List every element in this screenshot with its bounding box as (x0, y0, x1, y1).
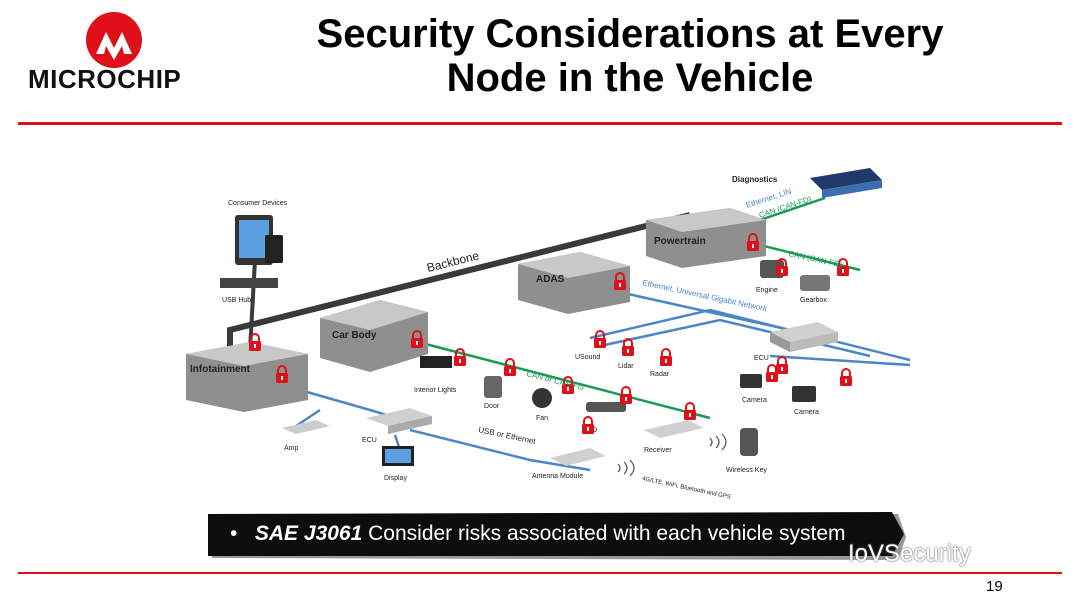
usb-ethernet-label: USB or Ethernet (478, 425, 538, 446)
amp: Amp (282, 420, 330, 452)
node-adas: ADAS (518, 252, 630, 314)
svg-text:Antenna Module: Antenna Module (532, 473, 583, 480)
page-number: 19 (986, 578, 1003, 595)
wireless-label: 4G/LTE, WiFi, Bluetooth and GPS (642, 476, 732, 501)
svg-text:Engine: Engine (756, 287, 778, 294)
microchip-logo (24, 8, 204, 104)
svg-text:Wireless Key: Wireless Key (726, 467, 767, 474)
svg-text:ECU: ECU (362, 437, 377, 444)
gearbox: Gearbox (800, 258, 850, 304)
camera-1: Camera (740, 364, 779, 404)
svg-text:Radar: Radar (650, 371, 670, 378)
node-car-body: Car Body (320, 300, 428, 372)
microchip-logo-icon (86, 12, 142, 68)
svg-text:Gearbox: Gearbox (800, 297, 827, 304)
diagnostics-tool: Diagnostics Ethernet, LIN CAN (CAN-FD) (732, 168, 882, 220)
usb-hub-link (248, 259, 257, 351)
node-infotainment: Infotainment (186, 333, 308, 412)
svg-text:Amp: Amp (284, 445, 299, 452)
display: Display (382, 446, 414, 482)
can-body-label: CAN or CAN-FD (526, 369, 585, 392)
svg-text:Display: Display (384, 475, 407, 482)
banner-standard: SAE J3061 (254, 522, 363, 545)
engine: Engine (756, 258, 789, 294)
banner-description: Consider risks associated with each vehi… (362, 522, 846, 545)
ecu-left: ECU (362, 408, 432, 444)
consumer-devices: Consumer Devices USB Hub (220, 200, 288, 304)
watermark: IoVSecurity (848, 540, 971, 567)
svg-text:Interior Lights: Interior Lights (414, 387, 457, 394)
receiver: Receiver (644, 402, 704, 454)
wireless-key: Wireless Key (726, 428, 767, 474)
svg-text:Consumer Devices: Consumer Devices (228, 200, 288, 207)
svg-text:Camera: Camera (794, 409, 819, 416)
header-divider (18, 122, 1062, 125)
camera-2: Camera (792, 368, 853, 416)
wireless-waves-icon (617, 433, 727, 477)
svg-text:ADAS: ADAS (536, 274, 565, 285)
antenna-module: Antenna Module (532, 416, 606, 480)
svg-text:Lidar: Lidar (618, 363, 634, 370)
svg-text:Camera: Camera (742, 397, 767, 404)
svg-text:Powertrain: Powertrain (654, 236, 706, 247)
page-title: Security Considerations at Every Node in… (230, 12, 1030, 100)
node-powertrain: Powertrain (646, 208, 766, 268)
footer-divider (18, 572, 1062, 574)
svg-text:Door: Door (484, 403, 500, 410)
svg-text:ECU: ECU (754, 355, 769, 362)
fan: Fan (532, 376, 575, 422)
logo-text: MICROCHIP (28, 64, 182, 94)
ecu-right: ECU (754, 322, 838, 375)
title-line-1: Security Considerations at Every (316, 12, 944, 56)
svg-text:USound: USound (575, 354, 600, 361)
banner-text: • SAE J3061 Consider risks associated wi… (230, 522, 846, 546)
svg-text:Diagnostics: Diagnostics (732, 175, 778, 184)
banner-arrow (208, 512, 906, 560)
svg-text:Receiver: Receiver (644, 447, 672, 454)
ethernet-gigabit-label: Ethernet, Universal Gigabit Network (642, 278, 769, 313)
adas-sensors: USound Lidar Radar (575, 330, 673, 378)
svg-text:Fan: Fan (536, 415, 548, 422)
vehicle-network-diagram: Backbone Powertrain ADAS Car Body (186, 168, 911, 501)
can-powertrain-label: CAN (CAN-FD) (788, 249, 844, 269)
interior-lights: Interior Lights (414, 348, 467, 394)
door: Door (484, 358, 517, 410)
title-line-2: Node in the Vehicle (446, 56, 814, 100)
svg-text:USB Hub: USB Hub (222, 297, 251, 304)
svg-text:Car Body: Car Body (332, 330, 377, 341)
svg-text:Infotainment: Infotainment (190, 364, 251, 375)
banner-bullet: • (230, 522, 238, 545)
